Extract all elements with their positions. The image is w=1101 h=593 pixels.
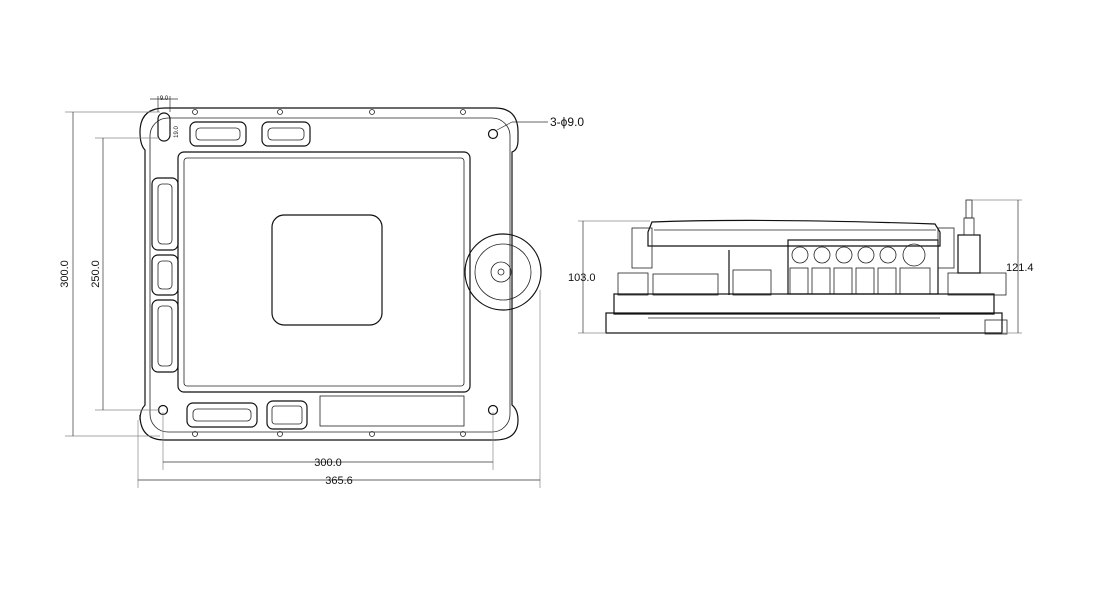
knob-tip bbox=[965, 199, 973, 219]
dim-height-holes: 250.0 bbox=[90, 260, 102, 288]
front-dimensions: 300.0 250.0 300.0 365.6 9.0 19.0 3-ϕ9.0 bbox=[59, 96, 584, 488]
lid-profile bbox=[647, 219, 941, 247]
connector-top-2 bbox=[261, 121, 311, 147]
knob-outer bbox=[464, 233, 542, 311]
clip-right bbox=[937, 227, 955, 269]
base-lower bbox=[605, 312, 1003, 334]
connector-bottom-1 bbox=[186, 402, 258, 428]
knob-body bbox=[957, 234, 981, 274]
connector-left-2 bbox=[151, 254, 179, 296]
dim-slot-length: 19.0 bbox=[174, 126, 180, 138]
dim-height-body: 103.0 bbox=[568, 272, 596, 284]
connector-top-1 bbox=[189, 121, 247, 147]
connector-left-1 bbox=[151, 177, 179, 251]
connector-left-3-inner bbox=[157, 305, 173, 367]
mounting-plate-outline bbox=[139, 107, 519, 441]
base-foot bbox=[984, 319, 1008, 335]
side-connector-1 bbox=[652, 273, 719, 296]
connector-left-2-inner bbox=[157, 260, 173, 290]
connector-bottom-2 bbox=[266, 400, 308, 430]
dim-width-overall: 365.6 bbox=[325, 475, 353, 487]
lid-outline bbox=[177, 151, 471, 393]
mounting-hole-1 bbox=[487, 128, 499, 140]
dim-width-holes: 300.0 bbox=[314, 457, 342, 469]
knob-shaft bbox=[963, 217, 975, 236]
lid-inner bbox=[183, 157, 465, 387]
dim-slot-width: 9.0 bbox=[160, 96, 169, 102]
base-upper bbox=[613, 293, 995, 315]
connector-top-1-inner bbox=[195, 127, 241, 141]
connector-bottom-2-inner bbox=[271, 405, 303, 425]
terminal-screws bbox=[789, 243, 931, 295]
mounting-slot bbox=[157, 112, 171, 142]
connector-bottom-1-inner bbox=[192, 408, 252, 422]
connector-left-3 bbox=[151, 299, 179, 373]
clip-left bbox=[631, 227, 653, 269]
connector-top-2-inner bbox=[267, 127, 305, 141]
display-window bbox=[271, 214, 383, 326]
front-view bbox=[139, 107, 542, 441]
knob-center bbox=[490, 261, 512, 283]
terminal-block bbox=[787, 239, 939, 295]
side-dimensions: 103.0 121.4 bbox=[568, 199, 1034, 334]
side-view bbox=[605, 199, 1008, 335]
hole-callout: 3-ϕ9.0 bbox=[550, 115, 584, 129]
label-area bbox=[319, 395, 465, 427]
knob-base bbox=[947, 272, 1007, 296]
housing-outline bbox=[149, 117, 511, 433]
dim-height-overall-side: 121.4 bbox=[1006, 262, 1034, 274]
knob-ring bbox=[474, 243, 532, 301]
dim-height-overall: 300.0 bbox=[59, 260, 71, 288]
side-connector-2 bbox=[732, 269, 772, 296]
connector-left-1-inner bbox=[157, 183, 173, 245]
side-connector-left bbox=[617, 272, 649, 296]
knob-hub bbox=[497, 268, 505, 276]
